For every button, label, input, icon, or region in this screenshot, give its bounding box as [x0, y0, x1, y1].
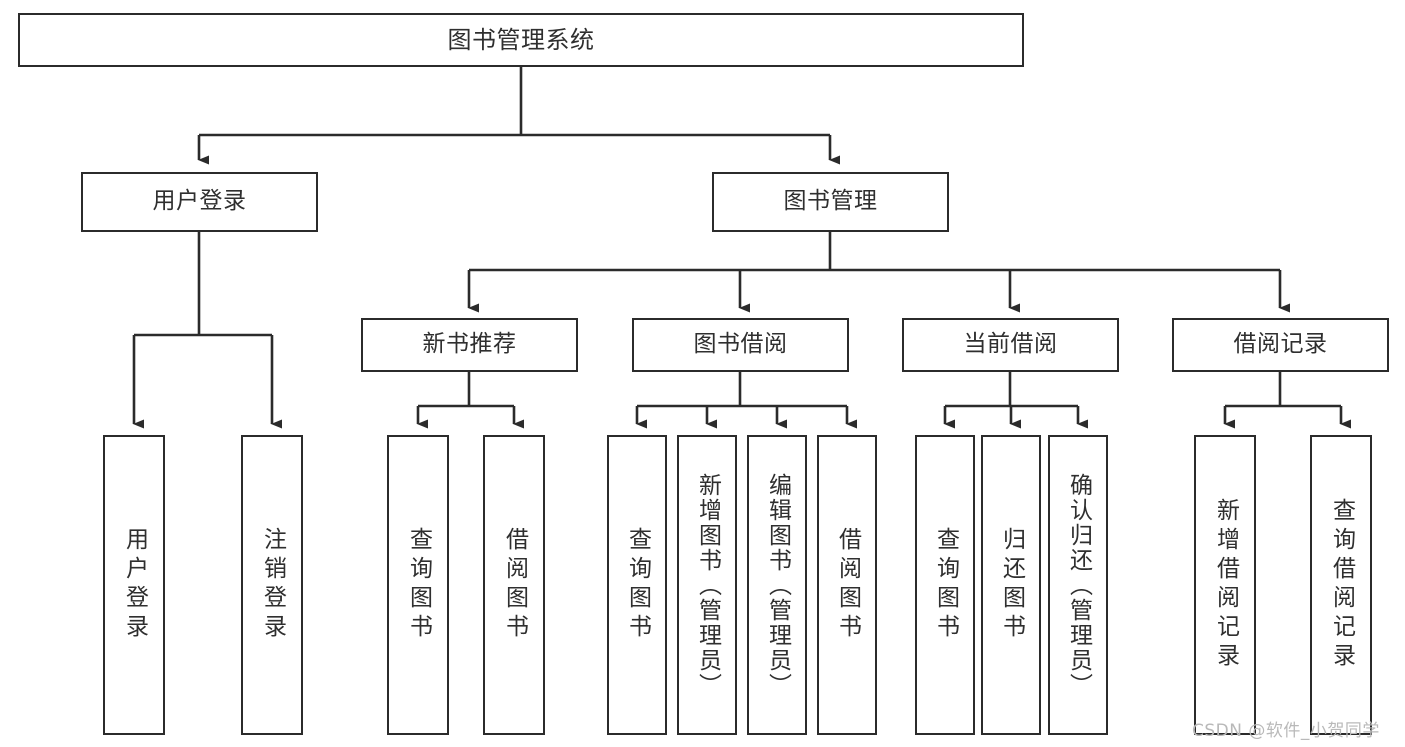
- leaf-record-query-borrow-record[interactable]: 查询借阅记录: [1310, 435, 1372, 735]
- node-label: 新增借阅记录: [1212, 498, 1239, 672]
- node-user-login[interactable]: 用户登录: [81, 172, 318, 232]
- node-label: 借阅记录: [1233, 331, 1328, 358]
- node-label: 当前借阅: [963, 331, 1058, 358]
- node-borrow-record[interactable]: 借阅记录: [1172, 318, 1389, 372]
- leaf-record-add-borrow-record[interactable]: 新增借阅记录: [1194, 435, 1256, 735]
- node-label: 借阅图书: [834, 527, 861, 643]
- node-label: 借阅图书: [501, 527, 528, 643]
- node-book-management[interactable]: 图书管理: [712, 172, 949, 232]
- node-label: 确认归还（管理员）: [1065, 472, 1092, 698]
- node-label: 新增图书（管理员）: [694, 472, 721, 698]
- node-book-borrow[interactable]: 图书借阅: [632, 318, 849, 372]
- node-label: 注销登录: [259, 527, 286, 643]
- node-label: 查询图书: [624, 527, 651, 643]
- leaf-borrow-add-book-admin[interactable]: 新增图书（管理员）: [677, 435, 737, 735]
- node-label: 归还图书: [998, 527, 1025, 643]
- leaf-newbook-borrow-books[interactable]: 借阅图书: [483, 435, 545, 735]
- node-label: 查询图书: [932, 527, 959, 643]
- node-label: 用户登录: [121, 527, 148, 643]
- node-current-borrow[interactable]: 当前借阅: [902, 318, 1119, 372]
- node-label: 编辑图书（管理员）: [764, 472, 791, 698]
- node-new-book-recommend[interactable]: 新书推荐: [361, 318, 578, 372]
- csdn-watermark: CSDN @软件_小贺同学: [1192, 721, 1380, 741]
- leaf-user-logout[interactable]: 注销登录: [241, 435, 303, 735]
- leaf-current-confirm-return-admin[interactable]: 确认归还（管理员）: [1048, 435, 1108, 735]
- leaf-borrow-borrow-books[interactable]: 借阅图书: [817, 435, 877, 735]
- leaf-borrow-query-books[interactable]: 查询图书: [607, 435, 667, 735]
- node-label: 查询图书: [405, 527, 432, 643]
- node-label: 用户登录: [152, 188, 247, 215]
- leaf-newbook-query-books[interactable]: 查询图书: [387, 435, 449, 735]
- leaf-current-query-books[interactable]: 查询图书: [915, 435, 975, 735]
- leaf-user-login[interactable]: 用户登录: [103, 435, 165, 735]
- node-label: 图书管理: [783, 188, 878, 215]
- node-label: 查询借阅记录: [1328, 498, 1355, 672]
- leaf-current-return-books[interactable]: 归还图书: [981, 435, 1041, 735]
- leaf-borrow-edit-book-admin[interactable]: 编辑图书（管理员）: [747, 435, 807, 735]
- node-root-book-management-system[interactable]: 图书管理系统: [18, 13, 1024, 67]
- node-label: 新书推荐: [422, 331, 517, 358]
- node-label: 图书管理系统: [447, 25, 595, 54]
- node-label: 图书借阅: [693, 331, 788, 358]
